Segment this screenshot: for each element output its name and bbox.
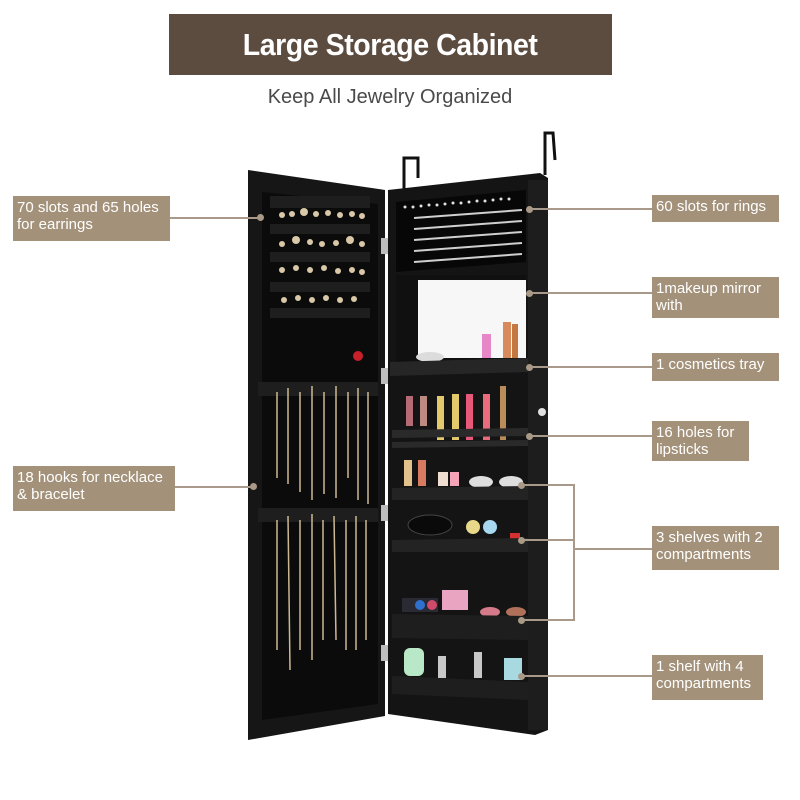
callout-shelves: 3 shelves with 2 compartments <box>652 526 779 570</box>
connector-shelf4 <box>522 675 652 677</box>
callout-earrings: 70 slots and 65 holes for earrings <box>13 196 170 241</box>
door-hook-left-icon <box>402 156 420 190</box>
page-subtitle: Keep All Jewelry Organized <box>267 86 513 108</box>
connector-shelves-vertical <box>573 484 575 621</box>
marker-mirror <box>526 290 533 297</box>
marker-shelf-3 <box>518 617 525 624</box>
title-banner: Large Storage Cabinet <box>169 14 612 75</box>
callout-tray: 1 cosmetics tray <box>652 353 779 381</box>
marker-rings <box>526 206 533 213</box>
connector-lipsticks <box>530 435 652 437</box>
connector-mirror <box>530 292 652 294</box>
marker-shelf-2 <box>518 537 525 544</box>
connector-shelves-branch-2 <box>522 539 574 541</box>
callout-lipsticks: 16 holes for lipsticks <box>652 421 749 461</box>
marker-lipsticks <box>526 433 533 440</box>
callout-shelf4: 1 shelf with 4 compartments <box>652 655 763 700</box>
door-hook-right-icon <box>543 131 557 175</box>
marker-necklace <box>250 483 257 490</box>
connector-earrings <box>170 217 260 219</box>
marker-shelf-1 <box>518 482 525 489</box>
connector-necklace <box>175 486 253 488</box>
callout-mirror: 1makeup mirror with <box>652 277 779 318</box>
connector-rings <box>530 208 652 210</box>
marker-tray <box>526 364 533 371</box>
connector-tray <box>530 366 652 368</box>
connector-shelves-main <box>575 548 652 550</box>
callout-rings: 60 slots for rings <box>652 195 779 222</box>
marker-shelf4 <box>518 673 525 680</box>
connector-shelves-branch-1 <box>522 484 574 486</box>
connector-shelves-branch-3 <box>522 619 574 621</box>
page-title: Large Storage Cabinet <box>243 26 538 62</box>
marker-earrings <box>257 214 264 221</box>
callout-necklace: 18 hooks for necklace & bracelet <box>13 466 175 511</box>
